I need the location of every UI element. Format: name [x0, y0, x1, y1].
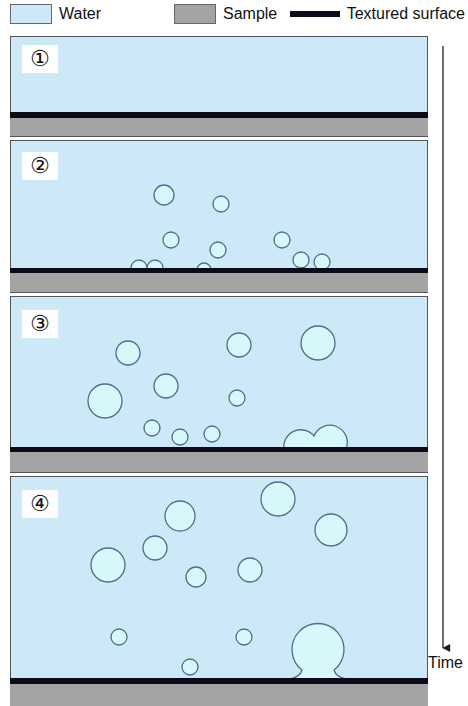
water-panel [11, 477, 428, 706]
bubble [261, 482, 295, 516]
bubble [165, 501, 195, 531]
bubble [236, 629, 252, 645]
step-number: ③ [22, 310, 58, 338]
merging-bubble [284, 425, 347, 449]
bubble [91, 548, 125, 582]
bubble [172, 429, 188, 445]
sample-layer [10, 273, 428, 292]
bubble [154, 374, 178, 398]
bubble [163, 232, 179, 248]
legend-swatch [10, 4, 52, 24]
bubble [315, 514, 347, 546]
bubble [293, 252, 309, 268]
legend-entry: Water [10, 4, 101, 24]
sample-layer [10, 118, 428, 136]
water-panel [11, 141, 428, 293]
bubble [111, 629, 127, 645]
legend-text: Water [59, 5, 101, 23]
bubble [227, 333, 251, 357]
step-number: ② [22, 152, 58, 180]
sample-layer [10, 452, 428, 472]
sample-layer [10, 684, 428, 706]
bubble [154, 185, 174, 205]
textured-surface [10, 447, 428, 452]
bubble [182, 659, 198, 675]
bubble [210, 242, 226, 258]
bubble [213, 196, 229, 212]
textured-surface [10, 112, 428, 118]
bubble [143, 536, 167, 560]
bubble [186, 567, 206, 587]
bubble [238, 558, 262, 582]
legend-text: Textured surface [347, 5, 465, 23]
bubble [301, 326, 335, 360]
bubble [229, 390, 245, 406]
step-number: ① [22, 45, 58, 73]
bubble [144, 420, 160, 436]
legend-text: Sample [223, 5, 277, 23]
step-number: ④ [22, 490, 58, 518]
time-arrow [442, 46, 443, 648]
bubble [116, 341, 140, 365]
water-panel [11, 37, 428, 137]
legend-entry: Sample [174, 4, 277, 24]
axis-label: Time [428, 654, 463, 672]
water-panel [11, 297, 428, 473]
bubble [88, 384, 122, 418]
legend-entry: Textured surface [290, 4, 465, 24]
bubble [274, 232, 290, 248]
textured-surface [10, 678, 428, 684]
bubble [314, 254, 330, 270]
legend-swatch [174, 4, 216, 24]
growing-bubble [290, 624, 346, 679]
textured-surface [10, 268, 428, 273]
bubble [204, 426, 220, 442]
legend-swatch [290, 11, 340, 17]
